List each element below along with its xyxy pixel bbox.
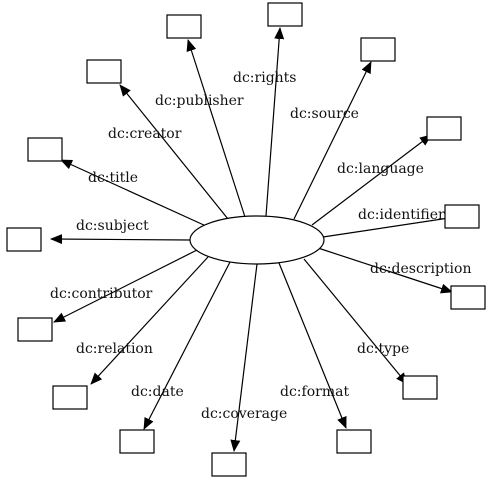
value-box-relation (52, 385, 88, 410)
property-label-source: dc:source (290, 106, 359, 122)
edge-coverage (230, 263, 258, 452)
value-box-contributor (17, 317, 53, 342)
property-label-date: dc:date (131, 384, 184, 400)
edge-type (303, 258, 408, 385)
edge-publisher (186, 39, 246, 218)
property-label-contributor: dc:contributor (50, 286, 153, 302)
value-box-source (360, 37, 396, 62)
property-label-title: dc:title (88, 170, 138, 186)
value-boxes (6, 2, 486, 477)
value-box-publisher (166, 14, 202, 39)
value-box-rights (267, 2, 303, 27)
value-box-creator (86, 59, 122, 84)
value-box-subject (6, 227, 42, 252)
value-box-coverage (211, 452, 247, 477)
edge-relation (90, 256, 209, 385)
resource-node (189, 215, 325, 265)
value-box-identifier (444, 204, 480, 229)
property-label-subject: dc:subject (76, 218, 149, 234)
value-box-date (119, 429, 155, 454)
edge-date (143, 261, 231, 430)
property-labels: dc:rights dc:publisher dc:source dc:crea… (50, 70, 471, 422)
property-label-coverage: dc:coverage (201, 406, 287, 422)
property-label-language: dc:language (337, 161, 424, 177)
property-label-rights: dc:rights (233, 70, 296, 86)
value-box-description (450, 285, 486, 310)
edge-creator (119, 84, 229, 220)
edge-language (311, 134, 432, 226)
property-label-relation: dc:relation (76, 341, 153, 357)
edge-title (60, 159, 207, 227)
edge-rights (265, 27, 285, 217)
value-box-title (27, 137, 63, 162)
edge-subject (50, 234, 191, 245)
value-box-type (402, 375, 438, 400)
value-box-format (336, 429, 372, 454)
edges (50, 27, 463, 452)
property-label-creator: dc:creator (108, 126, 182, 142)
edge-description (317, 247, 453, 294)
edge-format (278, 262, 347, 429)
property-label-publisher: dc:publisher (155, 93, 244, 109)
value-box-language (426, 116, 462, 141)
property-label-format: dc:format (280, 384, 349, 400)
edge-contributor (53, 249, 198, 323)
property-label-identifier: dc:identifier (358, 207, 445, 223)
edge-identifier (322, 212, 463, 238)
property-label-type: dc:type (357, 341, 409, 357)
property-label-description: dc:description (370, 261, 471, 277)
edge-source (293, 61, 372, 220)
